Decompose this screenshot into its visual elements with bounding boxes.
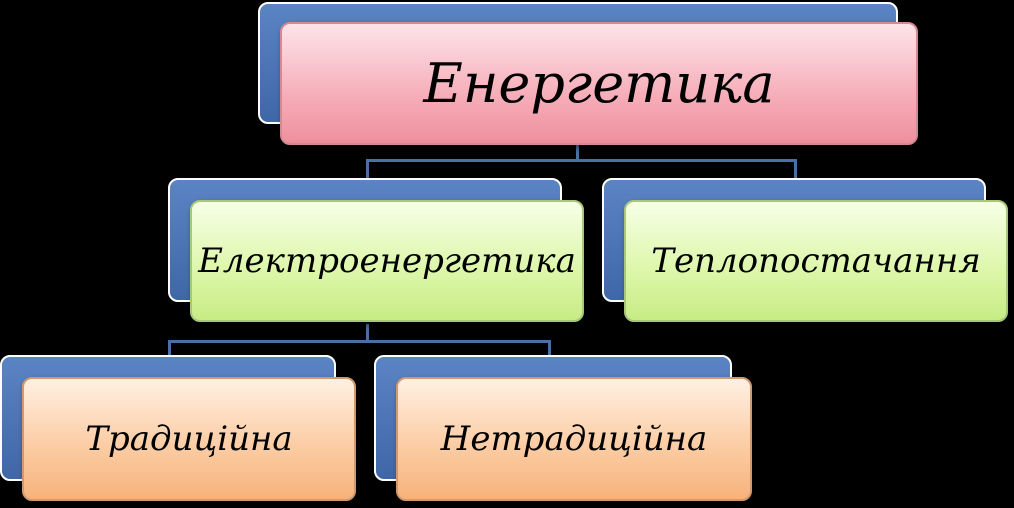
node-energetika: Енергетика bbox=[258, 2, 920, 145]
node-netradytsiina: Нетрадиційна bbox=[374, 355, 754, 503]
connector-level3-bar bbox=[168, 340, 551, 343]
node-front-shape: Енергетика bbox=[280, 22, 918, 145]
connector-to-trad bbox=[168, 340, 171, 356]
node-label: Нетрадиційна bbox=[440, 419, 708, 459]
connector-to-elec bbox=[366, 159, 369, 179]
node-elektroenergetika: Електроенергетика bbox=[168, 178, 586, 324]
node-front-shape: Теплопостачання bbox=[624, 200, 1008, 322]
node-label: Традиційна bbox=[85, 419, 293, 459]
node-label: Теплопостачання bbox=[651, 241, 981, 281]
connector-level2-bar bbox=[366, 159, 796, 162]
connector-to-nontrad bbox=[548, 340, 551, 356]
node-label: Електроенергетика bbox=[198, 241, 576, 281]
connector-root-stem bbox=[576, 145, 579, 161]
node-tradytsiina: Традиційна bbox=[0, 355, 358, 503]
connector-to-heat bbox=[794, 159, 797, 179]
node-label: Енергетика bbox=[423, 52, 775, 115]
connector-elec-stem bbox=[366, 324, 369, 342]
node-front-shape: Електроенергетика bbox=[190, 200, 584, 322]
node-front-shape: Традиційна bbox=[22, 377, 356, 501]
node-front-shape: Нетрадиційна bbox=[396, 377, 752, 501]
node-teplopostachannia: Теплопостачання bbox=[602, 178, 1010, 324]
